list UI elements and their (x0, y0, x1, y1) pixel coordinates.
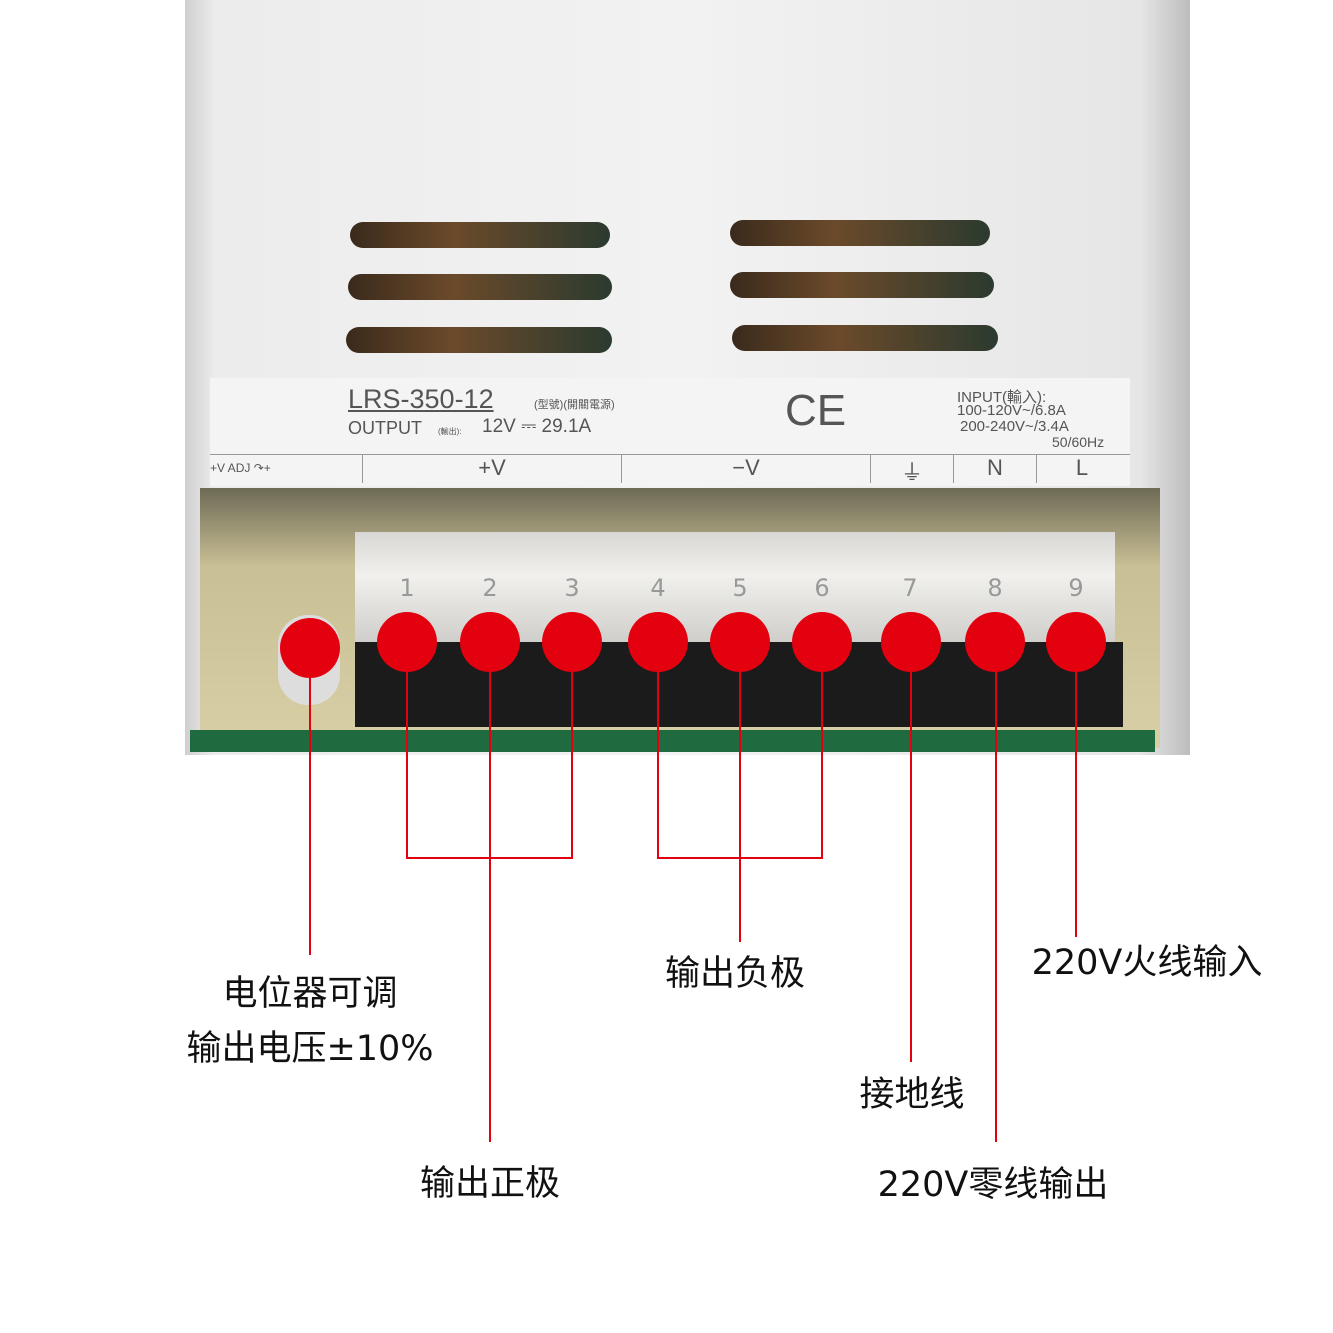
neutral-legend: N (954, 455, 1037, 483)
terminal-number: 6 (814, 574, 830, 602)
positive-legend: +V (363, 455, 622, 483)
marker-potentiometer (280, 618, 340, 678)
ce-mark: CE (785, 386, 847, 435)
marker-terminal-1 (377, 612, 437, 672)
negative-caption: 输出负极 (664, 954, 806, 994)
leader-line (739, 642, 741, 942)
marker-terminal-9 (1046, 612, 1106, 672)
terminal-legend-strip: +V ADJ ↷+ +V −V ⏚ N L (210, 454, 1130, 485)
negative-legend: −V (622, 455, 871, 483)
pcb-edge (190, 730, 1155, 752)
terminal-number: 8 (987, 574, 1003, 602)
vent-slot (346, 327, 612, 353)
input-range-2: 200-240V~/3.4A (960, 418, 1069, 435)
vent-slot (730, 220, 990, 246)
ground-legend: ⏚ (871, 455, 954, 485)
output-value: 12V ⎓ 29.1A (482, 416, 592, 437)
terminal-number: 9 (1068, 574, 1084, 602)
vent-slot (730, 272, 994, 298)
leader-line (406, 642, 408, 859)
input-label: INPUT(輸入): (957, 389, 1047, 406)
terminal-number: 3 (564, 574, 580, 602)
leader-line (1075, 642, 1077, 937)
output-note: (輸出): (438, 427, 462, 436)
terminal-number: 4 (650, 574, 666, 602)
marker-terminal-5 (710, 612, 770, 672)
vent-slot (348, 274, 612, 300)
vent-slot (350, 222, 610, 248)
pot-caption-line1: 电位器可调 (222, 974, 398, 1014)
vent-slot (732, 325, 998, 351)
marker-terminal-3 (542, 612, 602, 672)
terminal-number: 5 (732, 574, 748, 602)
output-label: OUTPUT (348, 418, 422, 438)
marker-terminal-8 (965, 612, 1025, 672)
leader-line (489, 642, 491, 1142)
terminal-number: 1 (399, 574, 415, 602)
spec-label: LRS-350-12 (型號)(開關電源) OUTPUT (輸出): 12V ⎓… (210, 378, 1130, 486)
marker-terminal-7 (881, 612, 941, 672)
pot-caption-line2: 输出电压±10% (186, 1029, 434, 1069)
live-caption: 220V火线输入 (1031, 943, 1263, 983)
model-number: LRS-350-12 (348, 384, 494, 414)
ground-caption: 接地线 (859, 1075, 965, 1115)
leader-line (657, 642, 659, 859)
marker-terminal-6 (792, 612, 852, 672)
marker-terminal-2 (460, 612, 520, 672)
live-legend: L (1075, 455, 1089, 480)
model-note: (型號)(開關電源) (534, 399, 615, 411)
neutral-caption: 220V零线输出 (877, 1165, 1109, 1205)
marker-terminal-4 (628, 612, 688, 672)
terminal-number: 7 (902, 574, 918, 602)
leader-line (309, 642, 311, 955)
input-range-1: 100-120V~/6.8A (957, 402, 1066, 419)
terminal-number: 2 (482, 574, 498, 602)
positive-caption: 输出正极 (419, 1164, 561, 1204)
leader-line (571, 642, 573, 859)
input-frequency: 50/60Hz (1052, 434, 1105, 450)
voltage-adjust-legend: +V ADJ ↷+ (210, 455, 363, 483)
leader-line (821, 642, 823, 859)
leader-line (910, 642, 912, 1062)
leader-line (995, 642, 997, 1142)
